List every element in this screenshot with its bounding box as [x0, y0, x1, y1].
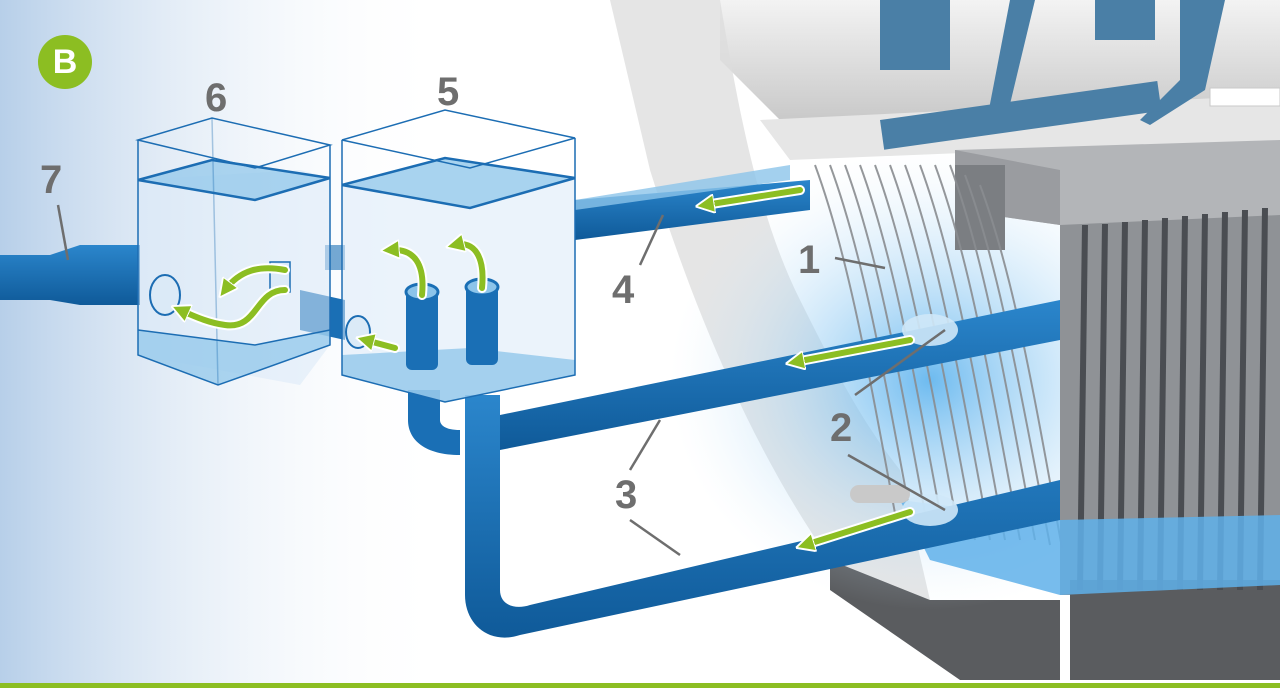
- label-2: 2: [830, 406, 853, 450]
- section-badge: B: [38, 35, 92, 89]
- steel-frame: [880, 0, 1280, 150]
- flow-arrow-riser-right: [455, 244, 486, 291]
- label-6: 6: [205, 76, 228, 120]
- pipe-7: [0, 245, 140, 305]
- flow-arrow-tank-5-inlet: [365, 340, 398, 348]
- label-3: 3: [615, 473, 638, 517]
- riser-pipe-right: [466, 285, 498, 365]
- pipe-network: [0, 165, 1060, 638]
- flow-arrows: [180, 185, 915, 545]
- label-7: 7: [40, 158, 63, 202]
- flow-arrow-pipe-4: [705, 187, 803, 205]
- bottom-border: [0, 683, 1280, 688]
- label-1: 1: [798, 238, 821, 282]
- pipe-elbow: [408, 390, 460, 455]
- curved-screen: [814, 164, 1063, 549]
- flow-arrow-tank-6-upper: [225, 265, 288, 290]
- riser-pipe-left: [406, 290, 438, 370]
- label-4: 4: [612, 268, 635, 312]
- flow-arrow-pipe-2-lower: [805, 509, 913, 545]
- flow-arrow-pipe-2-upper: [795, 337, 913, 362]
- label-5: 5: [437, 70, 460, 114]
- flow-arrow-tank-6-lower: [180, 287, 288, 329]
- flow-arrow-riser-left: [390, 250, 426, 298]
- tank-5: [341, 109, 576, 403]
- leader-lines: [56, 204, 946, 557]
